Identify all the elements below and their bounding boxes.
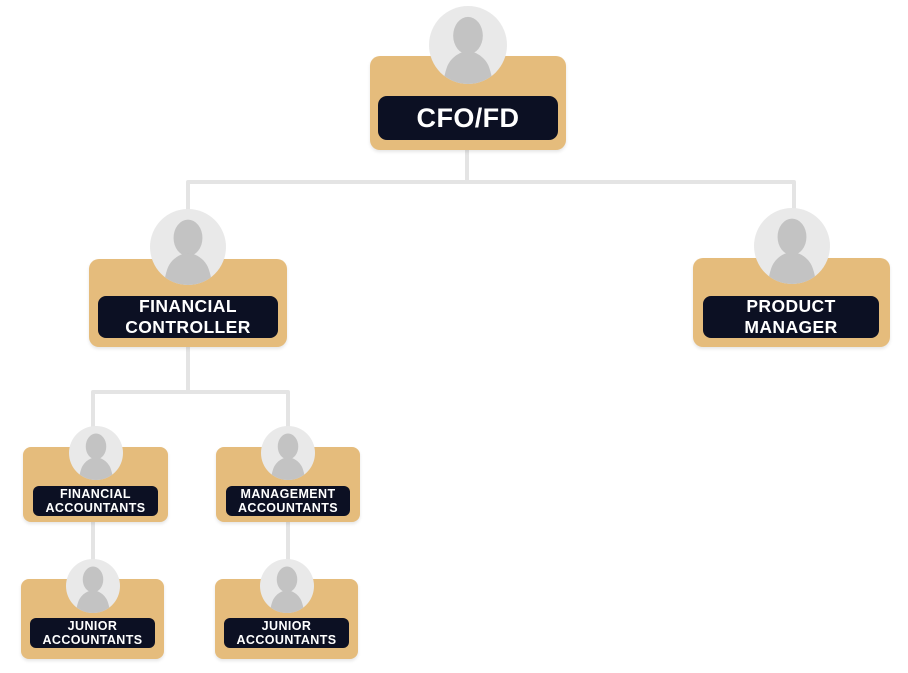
person-avatar-icon [261, 426, 315, 480]
person-avatar-icon [259, 559, 314, 613]
org-node-financial-controller: FINANCIAL CONTROLLER [89, 209, 287, 347]
person-avatar-icon [150, 209, 226, 285]
node-label: MANAGEMENT ACCOUNTANTS [226, 486, 350, 516]
person-avatar-icon [68, 426, 123, 480]
org-node-cfo: CFO/FD [370, 6, 566, 150]
node-label: PRODUCT MANAGER [703, 296, 879, 338]
node-label: FINANCIAL ACCOUNTANTS [33, 486, 158, 516]
node-label: JUNIOR ACCOUNTANTS [30, 618, 155, 648]
org-node-junior-accountants-left: JUNIOR ACCOUNTANTS [21, 559, 164, 659]
org-node-financial-accountants: FINANCIAL ACCOUNTANTS [23, 426, 168, 522]
node-label: JUNIOR ACCOUNTANTS [224, 618, 349, 648]
org-node-junior-accountants-right: JUNIOR ACCOUNTANTS [215, 559, 358, 659]
node-label: CFO/FD [378, 96, 558, 140]
person-avatar-icon [753, 208, 830, 284]
org-node-product-manager: PRODUCT MANAGER [693, 208, 890, 347]
org-node-management-accountants: MANAGEMENT ACCOUNTANTS [216, 426, 360, 522]
node-label: FINANCIAL CONTROLLER [98, 296, 278, 338]
person-avatar-icon [65, 559, 120, 613]
person-avatar-icon [429, 6, 507, 84]
